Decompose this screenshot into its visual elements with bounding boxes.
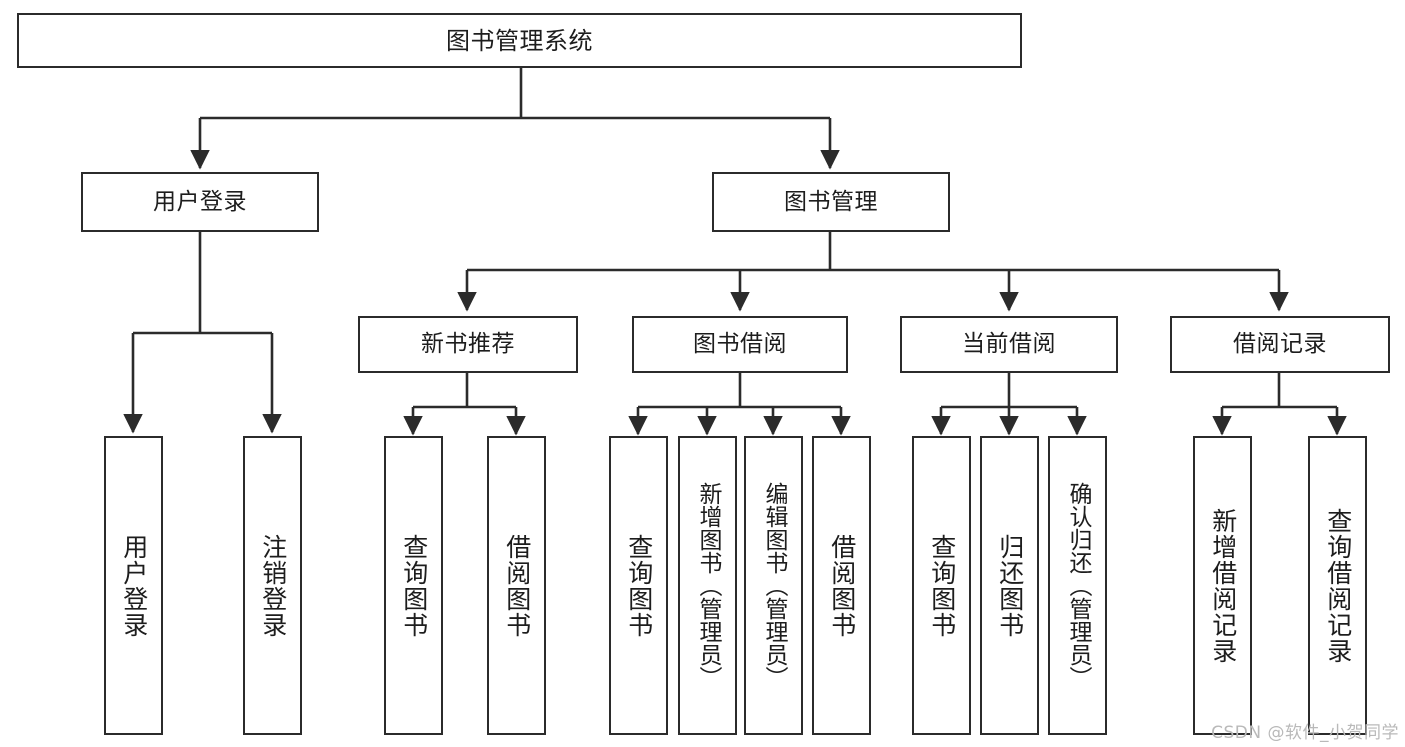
leaf-query-book-3[interactable]: 查询图书 — [912, 436, 971, 735]
leaf-borrow-book-2[interactable]: 借阅图书 — [812, 436, 871, 735]
leaf-query-record-label: 查询借阅记录 — [1323, 507, 1353, 664]
leaf-edit-book-label: 编辑图书（管理员） — [761, 482, 787, 689]
leaf-confirm-return-label: 确认归还（管理员） — [1065, 482, 1091, 689]
leaf-add-record-label: 新增借阅记录 — [1208, 507, 1238, 664]
node-book-management-label: 图书管理 — [784, 188, 878, 215]
node-root-label: 图书管理系统 — [446, 26, 593, 55]
watermark-text: CSDN @软件_小贺同学 — [1211, 723, 1399, 743]
leaf-return-book-label: 归还图书 — [995, 533, 1025, 638]
leaf-user-login-label: 用户登录 — [119, 533, 149, 638]
node-current-borrow-label: 当前借阅 — [962, 331, 1056, 357]
leaf-borrow-book-1-label: 借阅图书 — [502, 533, 532, 638]
node-borrow-record[interactable]: 借阅记录 — [1170, 316, 1390, 373]
node-borrow-record-label: 借阅记录 — [1233, 331, 1327, 357]
leaf-confirm-return[interactable]: 确认归还（管理员） — [1048, 436, 1107, 735]
leaf-user-login[interactable]: 用户登录 — [104, 436, 163, 735]
leaf-edit-book[interactable]: 编辑图书（管理员） — [744, 436, 803, 735]
node-user-login-label: 用户登录 — [153, 188, 247, 215]
leaf-add-book-label: 新增图书（管理员） — [695, 482, 721, 689]
node-user-login[interactable]: 用户登录 — [81, 172, 319, 232]
node-new-book-recommend-label: 新书推荐 — [421, 331, 515, 357]
node-book-borrow[interactable]: 图书借阅 — [632, 316, 848, 373]
leaf-query-book-3-label: 查询图书 — [927, 533, 957, 638]
leaf-user-logout-label: 注销登录 — [258, 533, 288, 638]
leaf-add-book[interactable]: 新增图书（管理员） — [678, 436, 737, 735]
leaf-query-book-2-label: 查询图书 — [624, 533, 654, 638]
leaf-query-book-1[interactable]: 查询图书 — [384, 436, 443, 735]
leaf-query-book-2[interactable]: 查询图书 — [609, 436, 668, 735]
leaf-add-record[interactable]: 新增借阅记录 — [1193, 436, 1252, 735]
node-book-borrow-label: 图书借阅 — [693, 331, 787, 357]
leaf-query-book-1-label: 查询图书 — [399, 533, 429, 638]
leaf-borrow-book-1[interactable]: 借阅图书 — [487, 436, 546, 735]
leaf-borrow-book-2-label: 借阅图书 — [827, 533, 857, 638]
node-current-borrow[interactable]: 当前借阅 — [900, 316, 1118, 373]
leaf-return-book[interactable]: 归还图书 — [980, 436, 1039, 735]
leaf-user-logout[interactable]: 注销登录 — [243, 436, 302, 735]
node-new-book-recommend[interactable]: 新书推荐 — [358, 316, 578, 373]
node-root[interactable]: 图书管理系统 — [17, 13, 1022, 68]
leaf-query-record[interactable]: 查询借阅记录 — [1308, 436, 1367, 735]
node-book-management[interactable]: 图书管理 — [712, 172, 950, 232]
